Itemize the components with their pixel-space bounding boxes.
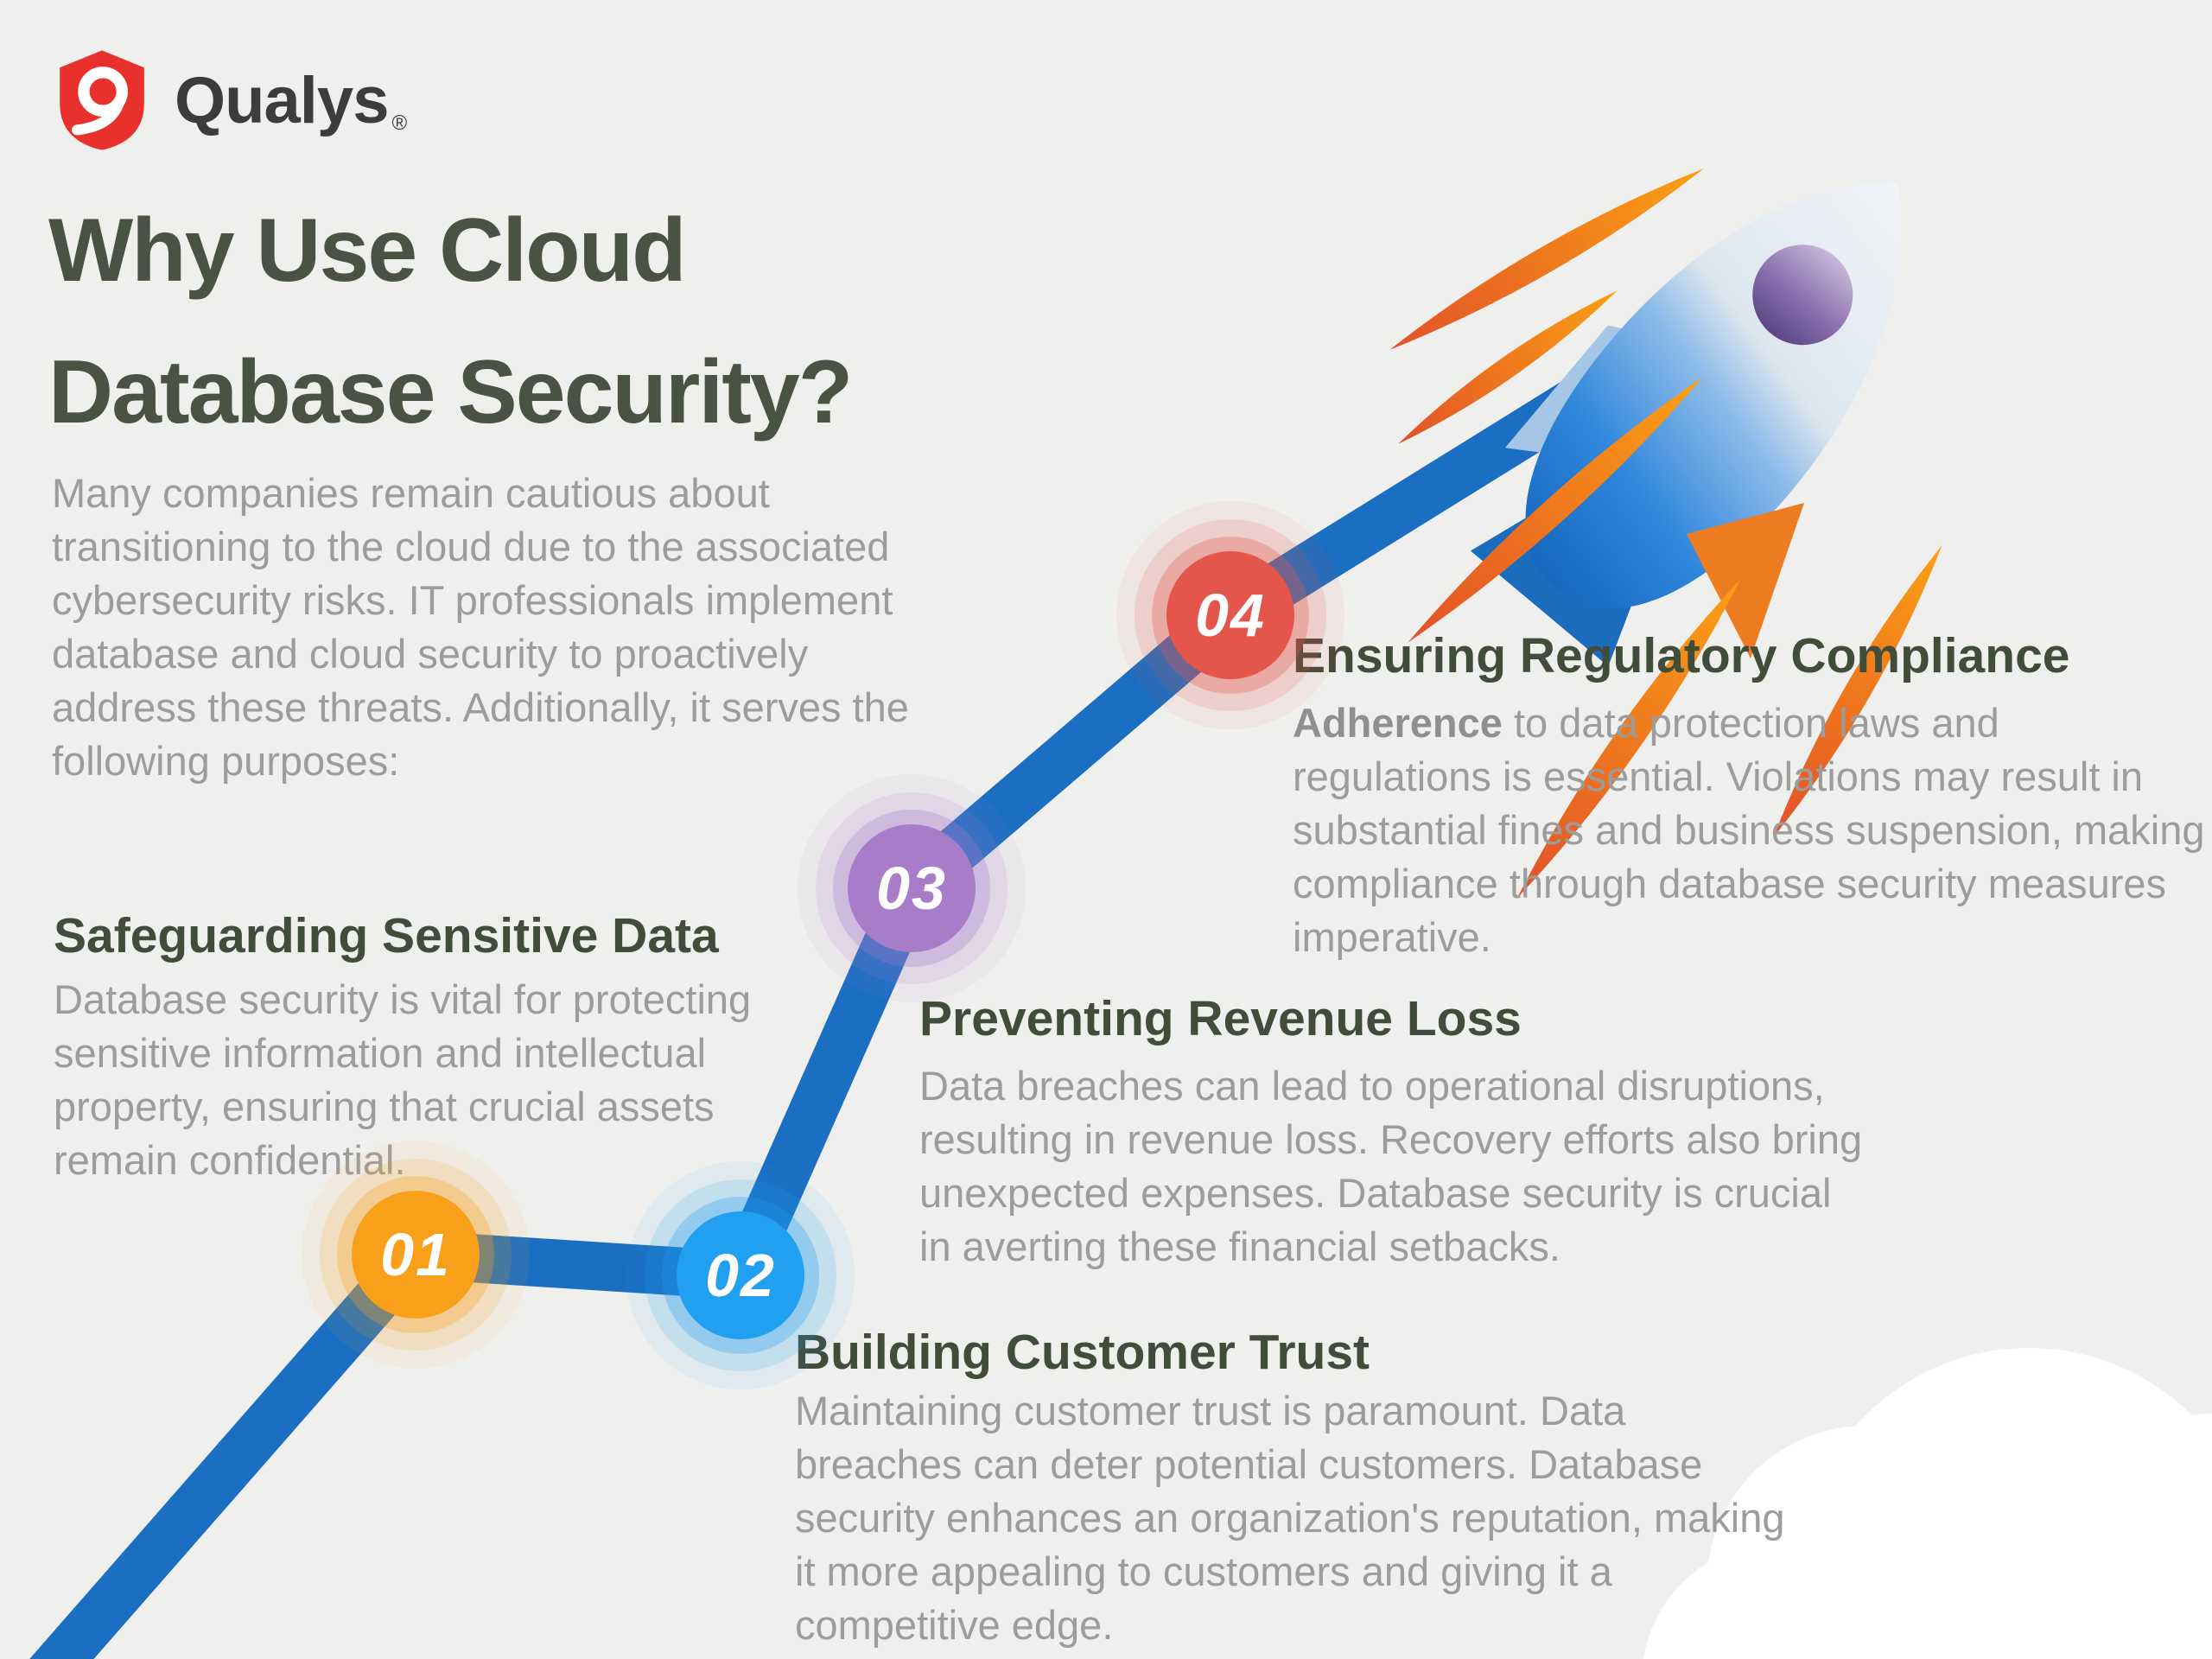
rocket-illustration: [1389, 168, 1942, 899]
intro-paragraph: Many companies remain cautious about tra…: [52, 470, 909, 784]
rocket-fin-upper-left2-icon: [1398, 290, 1618, 444]
step-text: Database security is vital for protectin…: [54, 976, 752, 1183]
step-4-body: Adherence to data protection laws and re…: [1293, 696, 2212, 964]
step-2-heading: Building Customer Trust: [795, 1324, 1370, 1381]
trajectory-path: [29, 264, 1776, 1659]
step-title: Ensuring Regulatory Compliance: [1293, 628, 2070, 683]
step-2-body: Maintaining customer trust is paramount.…: [795, 1384, 1884, 1652]
step-1-body: Database security is vital for protectin…: [54, 973, 900, 1187]
step-title: Preventing Revenue Loss: [919, 991, 1522, 1046]
qualys-shield-icon: [60, 50, 144, 150]
page-title: Why Use Cloud Database Security?: [48, 200, 853, 442]
rocket-fin-bottom-right-icon: [1773, 545, 1942, 837]
qualys-wordmark: Qualys®: [175, 63, 407, 137]
step-1-heading: Safeguarding Sensitive Data: [54, 907, 719, 964]
rocket-window: [1752, 245, 1853, 346]
cloud-icon: [1643, 1348, 2212, 1659]
step-title: Safeguarding Sensitive Data: [54, 908, 719, 963]
step-3-body: Data breaches can lead to operational di…: [919, 1059, 2025, 1274]
rocket-fin-bottom-left-icon: [1516, 579, 1741, 899]
qualys-logo: Qualys®: [54, 48, 407, 153]
step-title: Building Customer Trust: [795, 1325, 1370, 1380]
step-4-heading: Ensuring Regulatory Compliance: [1293, 627, 2069, 684]
rocket-fin-root: [1687, 503, 1804, 658]
step-marker-02: 02: [677, 1211, 804, 1339]
step-text: Adherence to data protection laws and re…: [1293, 696, 2212, 964]
registered-mark: ®: [391, 111, 407, 135]
step-text: Data breaches can lead to operational di…: [919, 1063, 1863, 1269]
step-marker-04: 04: [1166, 551, 1294, 679]
step-text: Maintaining customer trust is paramount.…: [795, 1388, 1785, 1648]
step-text-rest: to data protection laws and regulations …: [1293, 700, 2205, 960]
step-3-heading: Preventing Revenue Loss: [919, 990, 1522, 1047]
rocket-fin-upper-left-icon: [1389, 168, 1704, 350]
step-marker-01: 01: [352, 1191, 480, 1319]
step-marker-03: 03: [848, 824, 976, 952]
step-text-lead: Adherence: [1293, 700, 1503, 746]
rocket-fin-middle-icon: [1408, 377, 1703, 643]
